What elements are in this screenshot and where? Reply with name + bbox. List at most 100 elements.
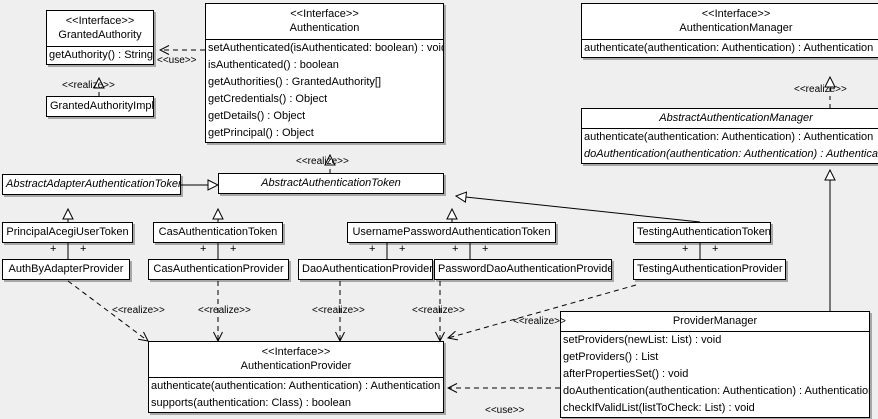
member-row: getCredentials() : Object [208,93,328,105]
association-plus: + [399,243,406,255]
association-plus: + [452,243,459,255]
class-testing-authentication-token[interactable]: TestingAuthenticationToken [633,222,771,243]
class-name: PasswordDaoAuthenticationProvider [438,263,612,275]
association-plus: + [230,243,237,255]
class-name: AuthenticationManager [679,22,793,34]
class-granted-authority[interactable]: <<Interface>> GrantedAuthority getAuthor… [46,10,154,65]
association-plus: + [50,243,57,255]
class-header: UsernamePasswordAuthenticationToken [348,223,555,242]
stereotype-label: <<Interface>> [701,8,771,20]
class-header: <<Interface>> AuthenticationManager [582,4,878,39]
member-row: setProviders(newList: List) : void [563,334,722,346]
class-members: authenticate(authentication: Authenticat… [149,377,443,412]
class-abstract-adapter-authentication-token[interactable]: AbstractAdapterAuthenticationToken [2,174,181,195]
label-realize-granted-authority-impl: <<realize>> [62,80,115,91]
association-plus: + [80,243,87,255]
class-members: setProviders(newList: List) : void getPr… [561,331,869,417]
association-plus: + [482,243,489,255]
class-header: AbstractAdapterAuthenticationToken [3,175,180,194]
class-members: setAuthenticated(isAuthenticated: boolea… [206,39,443,142]
class-name: CasAuthenticationToken [158,226,278,238]
class-header: AbstractAuthenticationManager [582,109,878,128]
class-header: DaoAuthenticationProvider [299,260,432,279]
class-name: UsernamePasswordAuthenticationToken [352,226,551,238]
class-header: PasswordDaoAuthenticationProvider [435,260,611,279]
class-abstract-authentication-manager[interactable]: AbstractAuthenticationManager authentica… [581,108,878,164]
class-header: TestingAuthenticationProvider [634,260,785,279]
association-plus: + [200,243,207,255]
class-authentication[interactable]: <<Interface>> Authentication setAuthenti… [205,3,444,143]
member-row: doAuthentication(authentication: Authent… [584,148,878,160]
class-name: Authentication [289,22,360,34]
class-name: TestingAuthenticationToken [637,226,771,238]
class-header: <<Interface>> GrantedAuthority [47,11,153,46]
class-header: GrantedAuthorityImpl [47,97,153,116]
class-header: AuthByAdapterProvider [3,260,129,279]
class-name: PrincipalAcegiUserToken [6,226,129,238]
class-members: authenticate(authentication: Authenticat… [582,39,878,57]
class-name: GrantedAuthorityImpl [50,100,154,112]
class-name: AbstractAuthenticationToken [261,177,401,189]
class-header: CasAuthenticationToken [154,223,282,242]
class-cas-authentication-provider[interactable]: CasAuthenticationProvider [148,259,289,280]
label-use-provider-manager: <<use>> [485,405,525,416]
class-abstract-authentication-token[interactable]: AbstractAuthenticationToken [218,173,444,194]
association-plus: + [682,243,689,255]
member-row: getPrincipal() : Object [208,127,314,139]
association-plus: + [712,243,719,255]
class-name: GrantedAuthority [58,29,142,41]
class-header: <<Interface>> AuthenticationProvider [149,342,443,377]
class-testing-authentication-provider[interactable]: TestingAuthenticationProvider [633,259,786,280]
stereotype-label: <<Interface>> [261,346,331,358]
class-password-dao-authentication-provider[interactable]: PasswordDaoAuthenticationProvider [434,259,612,280]
label-realize-testing-provider: <<realize>> [513,316,566,327]
label-realize-auth-by-adapter-provider: <<realize>> [112,305,165,316]
member-row: checkIfValidList(listToCheck: List) : vo… [563,402,755,414]
label-realize-password-dao-provider: <<realize>> [412,305,465,316]
member-row: afterPropertiesSet() : void [563,368,689,380]
class-header: PrincipalAcegiUserToken [3,223,132,242]
member-row: getProviders() : List [563,351,659,363]
class-name: AbstractAuthenticationManager [659,112,813,124]
label-use-granted-authority: <<use>> [157,55,197,66]
member-row: doAuthentication(authentication: Authent… [563,385,869,397]
class-header: <<Interface>> Authentication [206,4,443,39]
member-row: authenticate(authentication: Authenticat… [584,42,874,54]
class-cas-authentication-token[interactable]: CasAuthenticationToken [153,222,283,243]
class-auth-by-adapter-provider[interactable]: AuthByAdapterProvider [2,259,130,280]
member-row: authenticate(authentication: Authenticat… [151,380,441,392]
member-row: getAuthorities() : GrantedAuthority[] [208,76,382,88]
member-row: getAuthority() : String [49,49,153,61]
label-realize-cas-provider: <<realize>> [198,305,251,316]
member-row: isAuthenticated() : boolean [208,59,339,71]
class-name: DaoAuthenticationProvider [302,263,433,275]
class-header: ProviderManager [561,312,869,331]
member-row: getDetails() : Object [208,110,306,122]
class-username-password-authentication-token[interactable]: UsernamePasswordAuthenticationToken [347,222,556,243]
association-plus: + [369,243,376,255]
class-name: AuthByAdapterProvider [8,263,124,275]
class-name: CasAuthenticationProvider [153,263,284,275]
label-realize-abstract-authentication-manager: <<realize>> [794,84,847,95]
class-name: AuthenticationProvider [240,360,352,372]
class-authentication-provider[interactable]: <<Interface>> AuthenticationProvider aut… [148,341,444,413]
label-realize-dao-provider: <<realize>> [312,305,365,316]
class-principal-acegi-user-token[interactable]: PrincipalAcegiUserToken [2,222,133,243]
class-dao-authentication-provider[interactable]: DaoAuthenticationProvider [298,259,433,280]
class-members: authenticate(authentication: Authenticat… [582,128,878,163]
member-row: authenticate(authentication: Authenticat… [584,131,874,143]
class-authentication-manager[interactable]: <<Interface>> AuthenticationManager auth… [581,3,878,58]
class-name: TestingAuthenticationProvider [637,263,783,275]
class-header: CasAuthenticationProvider [149,260,288,279]
class-header: AbstractAuthenticationToken [219,174,443,193]
member-row: setAuthenticated(isAuthenticated: boolea… [208,42,443,54]
member-row: supports(authentication: Class) : boolea… [151,397,351,409]
class-header: TestingAuthenticationToken [634,223,770,242]
class-name: ProviderManager [672,315,758,327]
class-provider-manager[interactable]: ProviderManager setProviders(newList: Li… [560,311,870,418]
stereotype-label: <<Interface>> [290,8,359,20]
class-members: getAuthority() : String [47,46,153,64]
class-granted-authority-impl[interactable]: GrantedAuthorityImpl [46,96,154,117]
label-realize-abstract-authentication-token: <<realize>> [296,156,349,167]
